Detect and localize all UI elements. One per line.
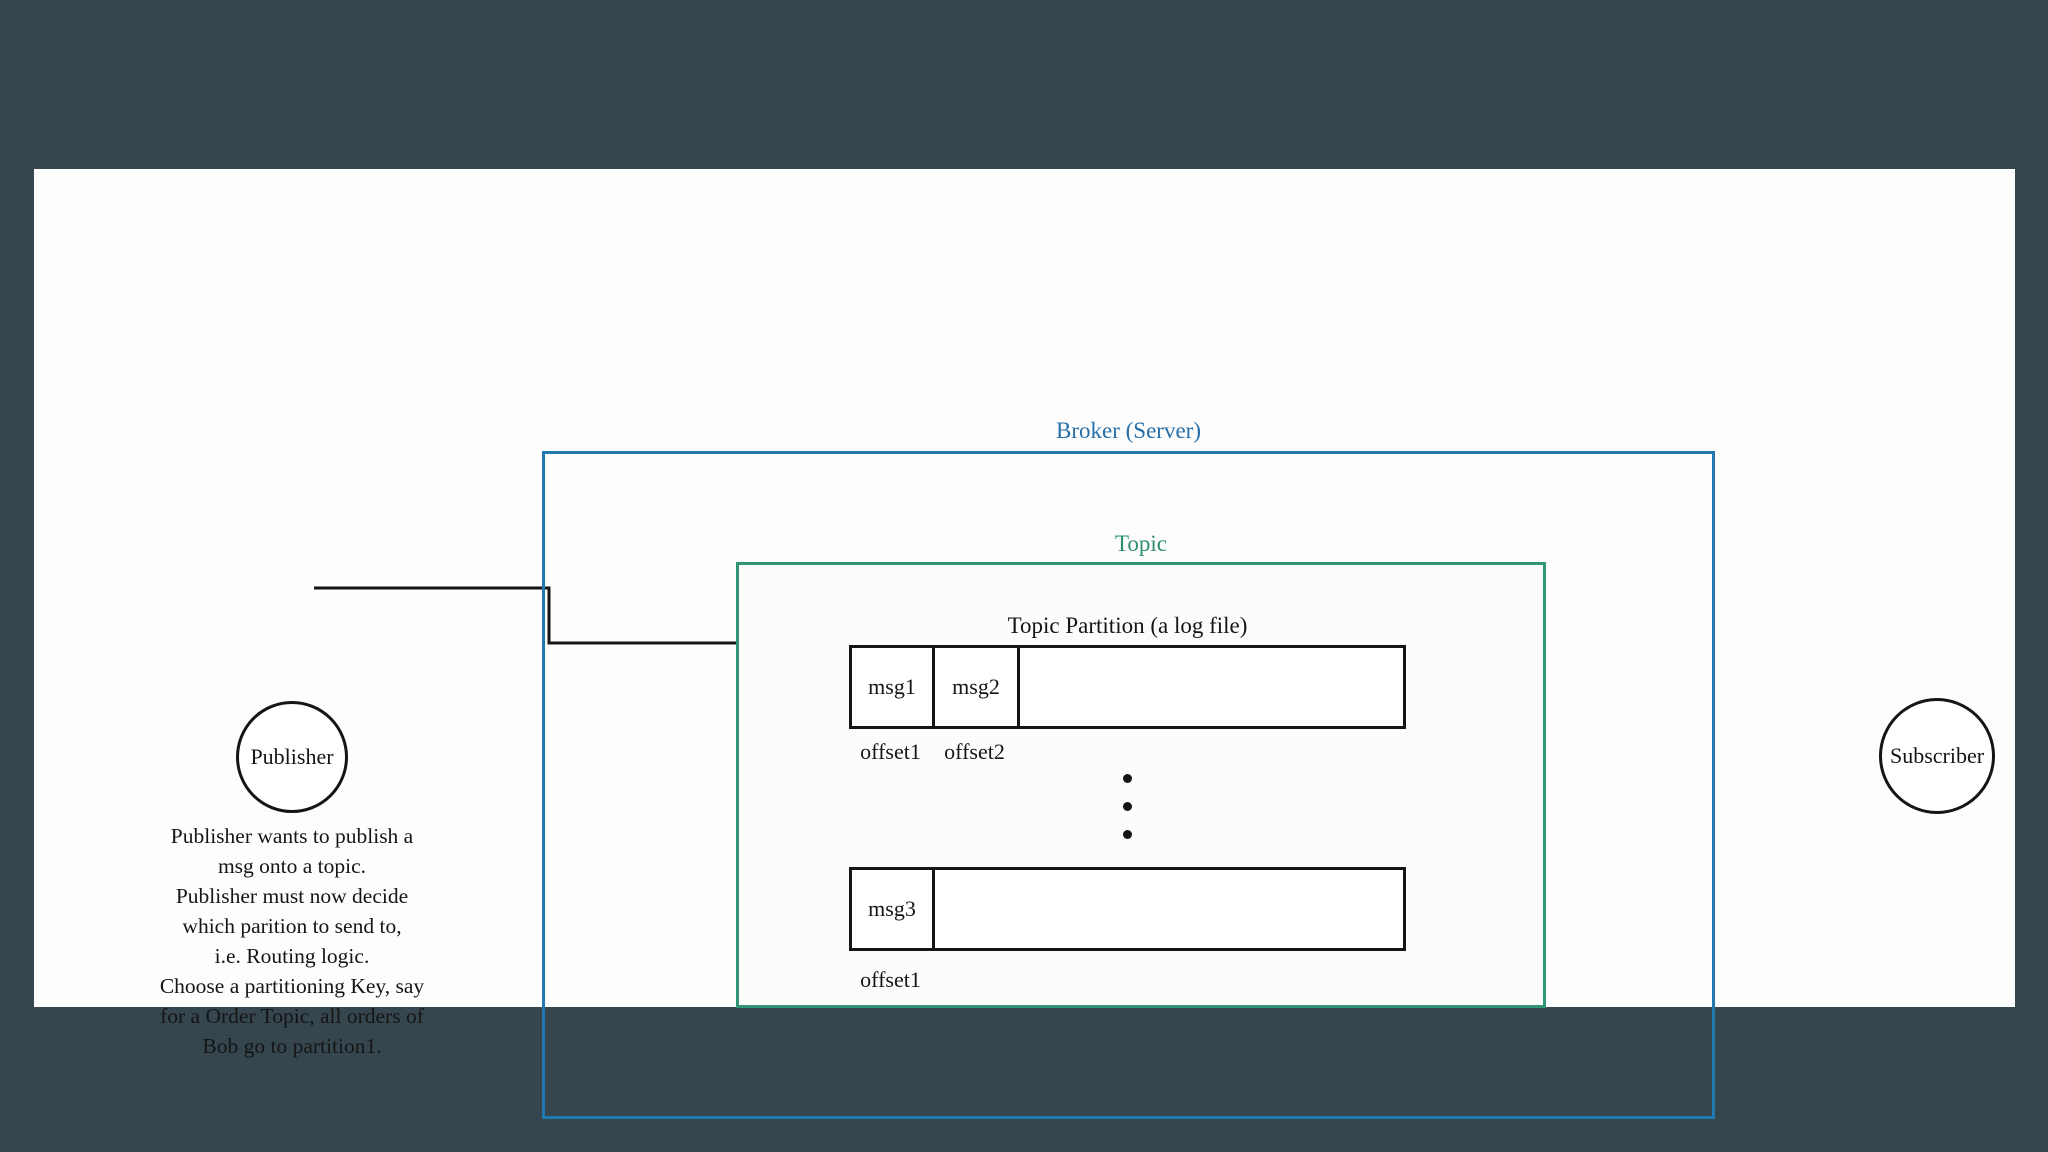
offset-label-2: offset2: [944, 739, 1005, 764]
offset-label-3: offset1: [860, 967, 921, 992]
note-line: i.e. Routing logic.: [214, 944, 370, 968]
dot: [1123, 774, 1132, 783]
publisher-node-label: Publisher: [250, 744, 334, 769]
subscriber-node-label: Subscriber: [1889, 743, 1985, 768]
note-line: Choose a partitioning Key, say: [159, 974, 425, 998]
broker-label: Broker (Server): [1056, 418, 1201, 443]
ellipsis-dots-icon: [1123, 774, 1132, 839]
dot: [1123, 802, 1132, 811]
topic-label: Topic: [1114, 531, 1168, 556]
partition-log-2: msg3: [849, 867, 1406, 951]
message-cell-msg3: msg3: [852, 870, 935, 948]
publisher-node: Publisher: [236, 701, 348, 813]
topic-partition-title: Topic Partition (a log file): [1007, 613, 1248, 638]
empty-log-space: [1020, 648, 1403, 726]
message-cell-msg1: msg1: [852, 648, 935, 726]
note-line: Bob go to partition1.: [202, 1034, 382, 1058]
partition-log-1: msg1 msg2: [849, 645, 1406, 729]
offset-label-1: offset1: [860, 739, 921, 764]
broker-box: [542, 451, 1715, 1119]
diagram-canvas: Broker (Server) Topic Topic Partition (a…: [34, 169, 2015, 1119]
empty-log-space: [935, 870, 1403, 948]
note-line: Publisher wants to publish a: [170, 824, 414, 848]
note-line: for a Order Topic, all orders of: [160, 1004, 424, 1028]
message-cell-msg2: msg2: [935, 648, 1020, 726]
note-line: Publisher must now decide: [175, 884, 409, 908]
publisher-note: Publisher wants to publish a msg onto a …: [122, 821, 462, 1061]
subscriber-node: Subscriber: [1879, 698, 1995, 814]
note-line: which parition to send to,: [182, 914, 402, 938]
dot: [1123, 830, 1132, 839]
note-line: msg onto a topic.: [217, 854, 367, 878]
